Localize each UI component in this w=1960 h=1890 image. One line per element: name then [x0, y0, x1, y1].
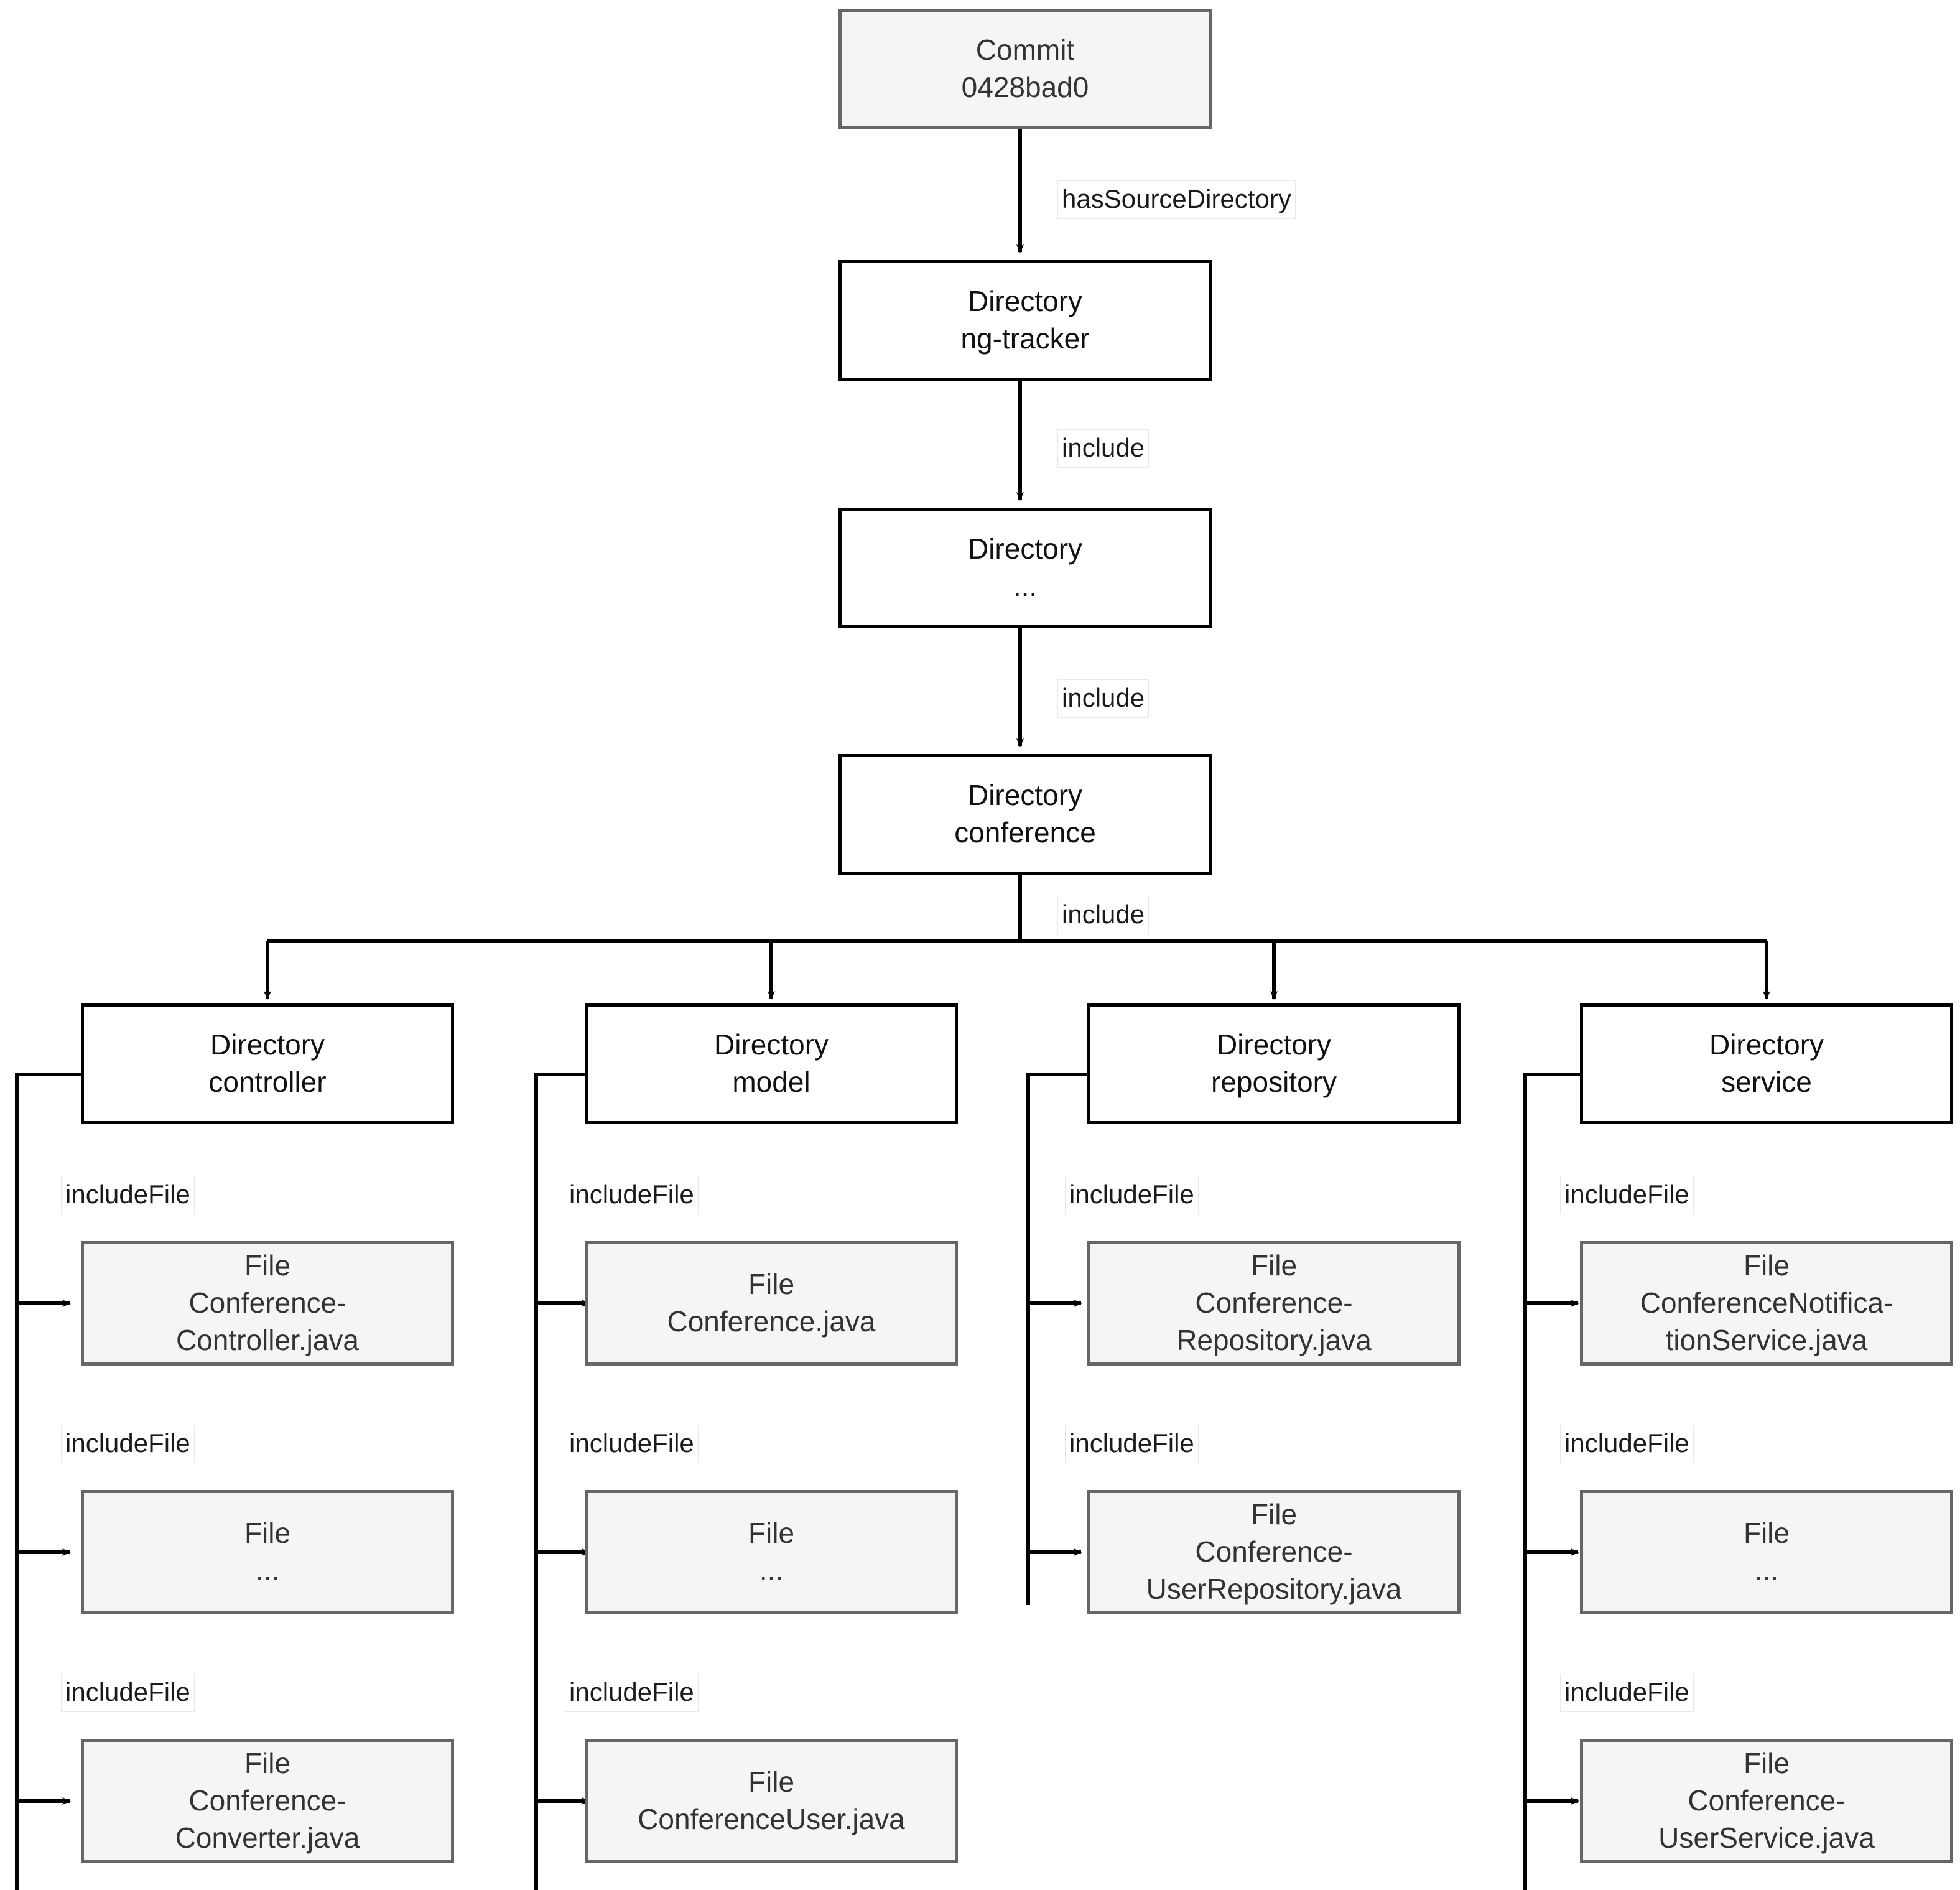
node-file-conference-controller-name1: Conference-	[188, 1287, 346, 1320]
node-directory-repository-type: Directory	[1216, 1028, 1332, 1061]
node-file-conference-repository[interactable]: File Conference- Repository.java	[1087, 1241, 1461, 1366]
edge-label-has-source-directory: hasSourceDirectory	[1057, 180, 1296, 219]
edge-label-include-file-c1: includeFile	[61, 1176, 195, 1214]
node-file-conference-notification-service[interactable]: File ConferenceNotifica- tionService.jav…	[1580, 1241, 1953, 1366]
node-file-conference-notification-service-type: File	[1743, 1249, 1790, 1282]
edge-label-include-file-r2: includeFile	[1065, 1425, 1199, 1463]
node-commit-name: 0428bad0	[961, 71, 1089, 103]
edge-label-include-file-m2: includeFile	[565, 1425, 699, 1463]
edge-label-include-file-r1: includeFile	[1065, 1176, 1199, 1214]
node-file-conference-user-repository[interactable]: File Conference- UserRepository.java	[1087, 1490, 1461, 1614]
node-directory-model-type: Directory	[713, 1028, 829, 1061]
node-file-conference-controller-name2: Controller.java	[175, 1323, 360, 1356]
node-directory-repository-name: repository	[1211, 1066, 1337, 1098]
node-directory-repository[interactable]: Directory repository	[1087, 1003, 1461, 1124]
node-file-conference-user-service[interactable]: File Conference- UserService.java	[1580, 1739, 1953, 1863]
edge-label-include-3: include	[1057, 896, 1150, 934]
trunk-repository	[1026, 1073, 1095, 1605]
node-directory-model[interactable]: Directory model	[585, 1003, 958, 1124]
node-directory-controller-type: Directory	[210, 1028, 325, 1061]
node-file-conference-converter-type: File	[244, 1747, 291, 1780]
node-file-conference-notification-service-name1: ConferenceNotifica-	[1640, 1287, 1893, 1320]
edge-label-include-file-m3: includeFile	[565, 1674, 699, 1712]
edge-label-include-2: include	[1057, 679, 1150, 718]
node-directory-ng-tracker-name: ng-tracker	[960, 322, 1090, 355]
node-directory-ellipsis[interactable]: Directory ...	[838, 508, 1212, 628]
node-directory-service-type: Directory	[1709, 1028, 1824, 1061]
node-directory-conference-type: Directory	[967, 779, 1083, 812]
node-file-conference-user-repository-name2: UserRepository.java	[1146, 1572, 1402, 1605]
node-file-conference-user-repository-name1: Conference-	[1195, 1535, 1353, 1568]
node-file-service-ellipsis-type: File	[1743, 1517, 1790, 1550]
node-file-conference-java-type: File	[748, 1268, 795, 1301]
node-file-conference-java[interactable]: File Conference.java	[585, 1241, 958, 1366]
node-directory-service[interactable]: Directory service	[1580, 1003, 1953, 1124]
node-file-controller-ellipsis-name: ...	[255, 1554, 280, 1586]
node-directory-ng-tracker[interactable]: Directory ng-tracker	[838, 260, 1212, 381]
node-file-conference-controller[interactable]: File Conference- Controller.java	[81, 1241, 454, 1366]
node-file-conference-user-repository-type: File	[1250, 1498, 1298, 1531]
node-directory-conference-name: conference	[954, 816, 1096, 849]
node-file-conference-converter-name1: Conference-	[188, 1784, 346, 1817]
edge-label-include-file-s3: includeFile	[1560, 1674, 1694, 1712]
node-file-conference-java-name: Conference.java	[667, 1305, 876, 1338]
node-file-controller-ellipsis-type: File	[244, 1517, 291, 1550]
edge-label-include-file-c2: includeFile	[61, 1425, 195, 1463]
edge-label-include-file-m1: includeFile	[565, 1176, 699, 1214]
node-directory-ng-tracker-type: Directory	[967, 285, 1083, 318]
node-directory-controller[interactable]: Directory controller	[81, 1003, 454, 1124]
node-commit[interactable]: Commit 0428bad0	[838, 9, 1212, 129]
node-file-controller-ellipsis[interactable]: File ...	[81, 1490, 454, 1614]
node-file-conference-notification-service-name2: tionService.java	[1665, 1323, 1868, 1356]
node-file-conference-converter[interactable]: File Conference- Converter.java	[81, 1739, 454, 1863]
node-file-conference-user-type: File	[748, 1766, 795, 1799]
node-file-conference-user-service-name1: Conference-	[1688, 1784, 1846, 1817]
edge-label-include-file-s2: includeFile	[1560, 1425, 1694, 1463]
node-file-conference-converter-name2: Converter.java	[175, 1821, 360, 1854]
node-file-service-ellipsis[interactable]: File ...	[1580, 1490, 1953, 1614]
node-directory-conference[interactable]: Directory conference	[838, 754, 1212, 875]
node-directory-ellipsis-name: ...	[1013, 570, 1038, 602]
node-directory-ellipsis-type: Directory	[967, 533, 1083, 566]
node-file-conference-controller-type: File	[244, 1249, 291, 1282]
node-file-conference-repository-name2: Repository.java	[1176, 1323, 1372, 1356]
node-file-service-ellipsis-name: ...	[1754, 1554, 1779, 1586]
edge-label-include-file-c3: includeFile	[61, 1674, 195, 1712]
node-directory-controller-name: controller	[208, 1066, 327, 1098]
node-file-conference-user-service-type: File	[1743, 1747, 1790, 1780]
node-file-conference-repository-name1: Conference-	[1195, 1287, 1353, 1320]
edge-label-include-1: include	[1057, 429, 1150, 468]
edge-label-include-file-s1: includeFile	[1560, 1176, 1694, 1214]
node-file-model-ellipsis[interactable]: File ...	[585, 1490, 958, 1614]
node-directory-model-name: model	[732, 1066, 810, 1098]
node-commit-type: Commit	[975, 34, 1075, 67]
node-file-conference-user[interactable]: File ConferenceUser.java	[585, 1739, 958, 1863]
node-file-conference-user-service-name2: UserService.java	[1658, 1821, 1875, 1854]
node-file-model-ellipsis-type: File	[748, 1517, 795, 1550]
node-file-conference-user-name: ConferenceUser.java	[638, 1803, 905, 1835]
node-file-conference-repository-type: File	[1250, 1249, 1298, 1282]
node-file-model-ellipsis-name: ...	[759, 1554, 784, 1586]
node-directory-service-name: service	[1721, 1066, 1812, 1098]
